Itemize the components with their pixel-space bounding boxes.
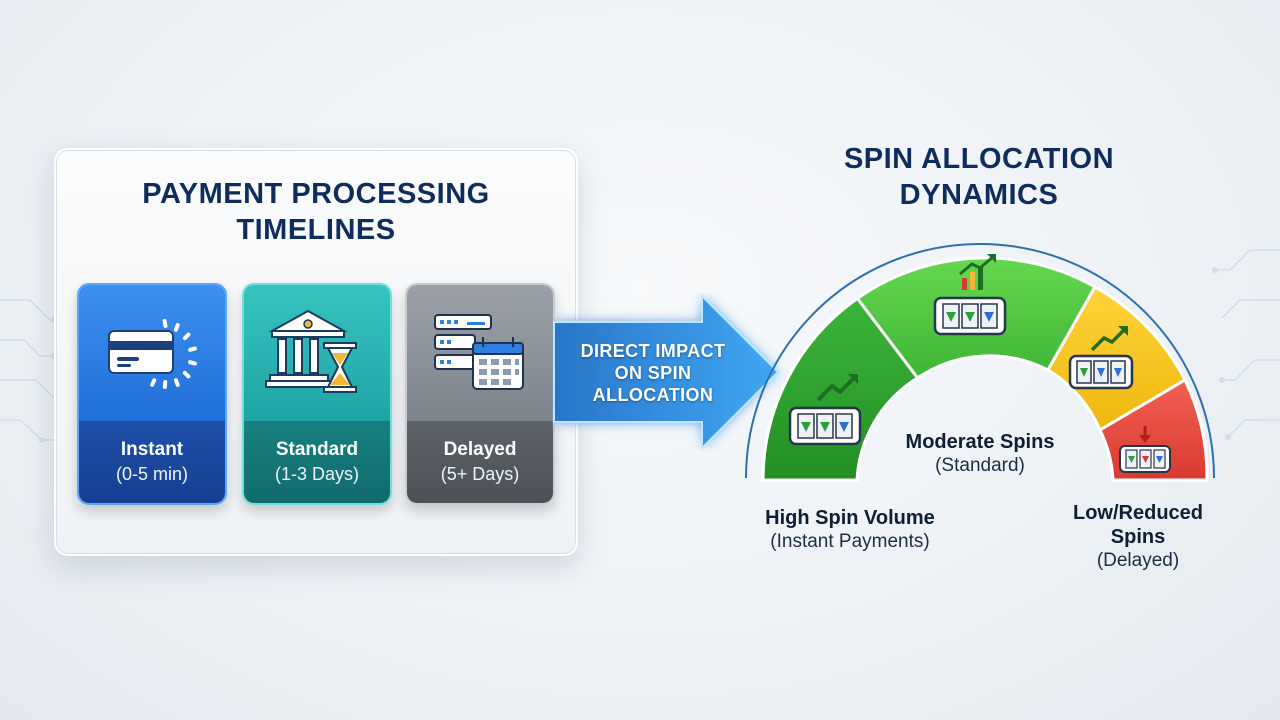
arrow-label-line-1: DIRECT IMPACT <box>580 341 726 361</box>
card-instant-name: Instant <box>120 439 184 460</box>
gauge-outer-arc <box>745 243 1215 479</box>
slot-machine-icon-low <box>1119 445 1171 473</box>
slot-machine-icon-high <box>788 406 862 446</box>
slot-machine-icon-yellow <box>1068 354 1134 390</box>
card-delayed: Delayed (5+ Days) <box>405 283 555 505</box>
trend-arrow-icon-high <box>816 374 858 402</box>
card-standard-time: (1-3 Days) <box>274 464 359 484</box>
arrow-label-line-3: ALLOCATION <box>592 385 714 405</box>
credit-card-icon <box>108 319 197 389</box>
label-low-spin-title-1: Low/Reduced <box>1072 502 1203 524</box>
label-low-spin: Low/Reduced Spins (Delayed) <box>1050 501 1226 573</box>
label-low-spin-note: (Delayed) <box>1096 550 1180 571</box>
trend-arrow-icon-yellow <box>1090 326 1128 352</box>
spin-gauge <box>745 243 1215 482</box>
impact-arrow <box>553 293 780 451</box>
label-moderate-spin-note: (Standard) <box>935 455 1025 476</box>
server-calendar-icon <box>434 314 524 390</box>
label-high-spin: High Spin Volume (Instant Payments) <box>730 506 970 554</box>
label-low-spin-title-2: Spins <box>1110 526 1166 548</box>
arrow-label: DIRECT IMPACT ON SPIN ALLOCATION <box>560 340 746 406</box>
card-standard-name: Standard <box>275 439 359 460</box>
arrow-label-line-2: ON SPIN <box>614 363 692 383</box>
card-standard: Standard (1-3 Days) <box>242 283 392 505</box>
label-high-spin-title: High Spin Volume <box>765 507 935 529</box>
label-high-spin-note: (Instant Payments) <box>770 531 930 552</box>
label-moderate-spin-title: Moderate Spins <box>905 431 1055 453</box>
card-instant-time: (0-5 min) <box>115 464 188 484</box>
card-delayed-time: (5+ Days) <box>440 464 520 484</box>
slot-machine-icon-moderate <box>933 296 1007 336</box>
bar-chart-icon-moderate <box>959 254 996 290</box>
label-moderate-spin: Moderate Spins (Standard) <box>880 430 1080 478</box>
card-instant: Instant (0-5 min) <box>77 283 227 505</box>
bank-hourglass-icon <box>265 309 357 393</box>
card-delayed-name: Delayed <box>443 439 517 460</box>
